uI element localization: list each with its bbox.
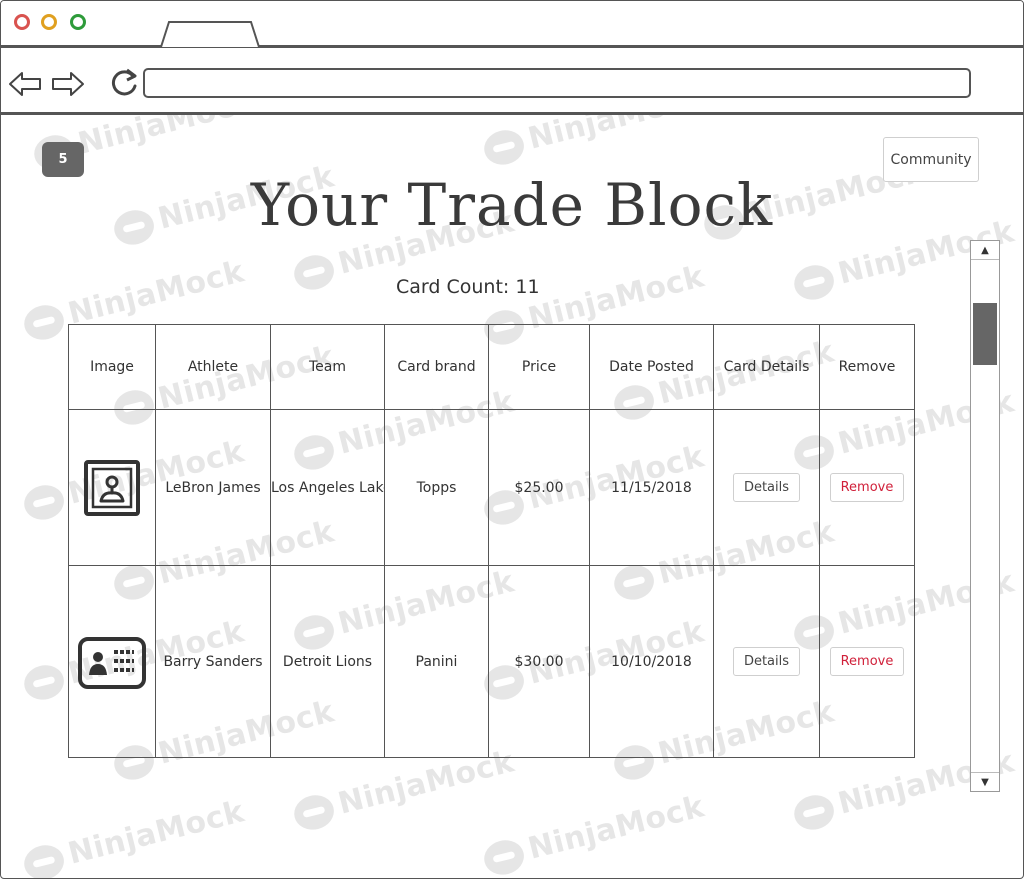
header-card-details: Card Details [713,324,820,410]
brand-cell: Topps [384,408,489,567]
header-remove: Remove [819,324,915,410]
details-button[interactable]: Details [732,473,801,503]
athlete-cell: LeBron James [155,408,271,567]
brand-cell: Panini [384,565,489,758]
header-team: Team [270,324,385,410]
browser-tab[interactable] [159,20,261,47]
table-row: LeBron James Los Angeles Lakers Topps $2… [68,408,915,567]
header-date-posted: Date Posted [589,324,714,410]
table-row: Barry Sanders Detroit Lions Panini $30.0… [68,565,915,758]
notification-badge[interactable]: 5 [42,142,84,177]
card-count: Card Count: 11 [396,276,540,298]
details-cell: Details [713,565,820,758]
table-header-row: Image Athlete Team Card brand Price Date… [68,324,915,410]
price-cell: $30.00 [488,565,590,758]
header-image: Image [68,324,156,410]
price-cell: $25.00 [488,408,590,567]
remove-button[interactable]: Remove [829,473,905,503]
watermark: NinjaMock [20,794,248,878]
trade-block-table: Image Athlete Team Card brand Price Date… [68,324,915,758]
header-athlete: Athlete [155,324,271,410]
page-title: Your Trade Block [250,171,774,239]
card-image-cell [68,408,156,567]
minimize-window-icon[interactable] [41,14,57,30]
details-cell: Details [713,408,820,567]
scrollbar-thumb[interactable] [973,303,997,365]
header-price: Price [488,324,590,410]
team-cell: Detroit Lions [270,565,385,758]
browser-toolbar [1,48,1023,115]
user-card-icon [84,459,140,516]
close-window-icon[interactable] [14,14,30,30]
header-card-brand: Card brand [384,324,489,410]
scroll-up-icon[interactable]: ▲ [971,241,999,260]
address-bar[interactable] [143,68,971,98]
remove-cell: Remove [819,408,915,567]
card-image-cell [68,565,156,758]
watermark: NinjaMock [480,789,708,878]
reload-icon[interactable] [107,66,141,100]
forward-arrow-icon[interactable] [51,70,85,98]
browser-titlebar [1,1,1023,48]
community-button[interactable]: Community [883,137,979,182]
id-card-icon [78,636,146,689]
details-button[interactable]: Details [732,647,801,677]
date-posted-cell: 10/10/2018 [589,565,714,758]
date-posted-cell: 11/15/2018 [589,408,714,567]
athlete-cell: Barry Sanders [155,565,271,758]
remove-cell: Remove [819,565,915,758]
vertical-scrollbar[interactable]: ▲ ▼ [970,240,1000,792]
remove-button[interactable]: Remove [829,647,905,677]
maximize-window-icon[interactable] [70,14,86,30]
back-arrow-icon[interactable] [8,70,42,98]
scroll-down-icon[interactable]: ▼ [971,772,999,791]
team-cell: Los Angeles Lakers [270,408,385,567]
